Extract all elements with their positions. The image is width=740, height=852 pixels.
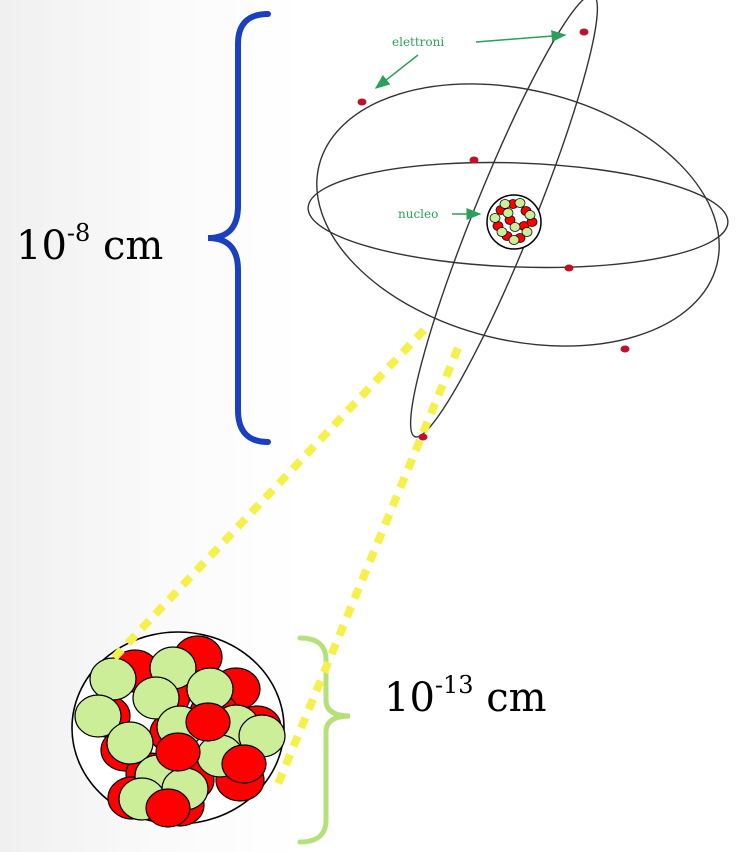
- zoom-lines: [109, 327, 462, 786]
- nucleus-scale-label: 10-13 cm: [384, 673, 547, 721]
- orbit-horizontal: [307, 161, 729, 269]
- neutron: [74, 694, 122, 738]
- neutron: [509, 222, 521, 232]
- electrons-arrow-left: [374, 54, 419, 89]
- electron: [357, 98, 367, 106]
- zoomed-nucleus: [71, 631, 286, 828]
- orbit-tilted: [316, 83, 720, 347]
- atom-scale-label: 10-8 cm: [16, 221, 164, 269]
- neutron: [502, 208, 514, 218]
- neutron: [508, 235, 520, 245]
- nucleus-scale-base: 10: [384, 675, 435, 721]
- proton: [185, 702, 231, 742]
- atom-nucleus: [486, 194, 542, 250]
- zoom-line-left: [109, 327, 427, 663]
- atom-annotations: elettroni nucleo: [374, 30, 567, 221]
- proton: [221, 744, 267, 784]
- electron: [620, 345, 630, 353]
- neutron: [524, 210, 536, 220]
- electron: [564, 264, 574, 272]
- neutron: [496, 227, 508, 237]
- electron: [579, 28, 589, 36]
- atom-scale-unit: cm: [103, 223, 164, 269]
- atom-scale-brace: [207, 11, 271, 445]
- nucleus-scale-unit: cm: [486, 675, 547, 721]
- electrons-arrow-right: [475, 30, 567, 43]
- electron: [469, 156, 479, 164]
- neutron: [89, 657, 137, 701]
- neutron: [489, 213, 501, 223]
- nucleus-label: nucleo: [398, 207, 438, 221]
- electrons-label: elettroni: [392, 35, 444, 49]
- nucleus-scale-brace: [297, 635, 351, 845]
- electron: [418, 433, 428, 441]
- neutron: [499, 199, 511, 209]
- proton: [155, 732, 201, 772]
- proton: [145, 788, 191, 828]
- electrons: [357, 28, 630, 441]
- neutron: [132, 676, 180, 720]
- neutron: [514, 198, 526, 208]
- neutron: [106, 721, 154, 765]
- nucleus-scale-exponent: -13: [434, 671, 474, 699]
- neutron: [521, 227, 533, 237]
- atom-scale-base: 10: [16, 223, 67, 269]
- atom-scale-exponent: -8: [66, 219, 91, 247]
